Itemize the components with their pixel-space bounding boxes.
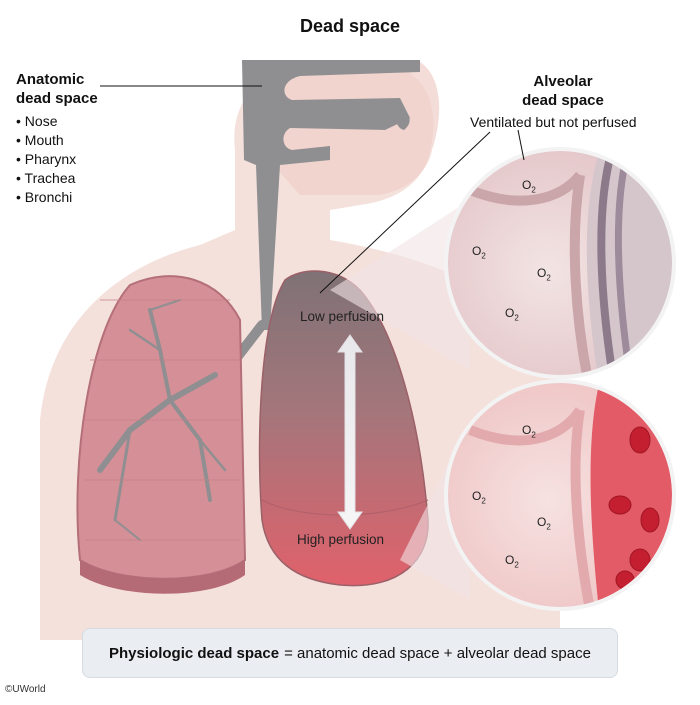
o2-label: O2: [537, 266, 551, 283]
o2-label: O2: [472, 244, 486, 261]
list-item: Bronchi: [16, 188, 76, 207]
alveolar-leader-line-1: [517, 129, 525, 161]
alveolar-dead-space-title: Alveolar dead space: [488, 72, 638, 110]
low-perfusion-label: Low perfusion: [300, 309, 385, 324]
anatomic-title-line2: dead space: [16, 90, 98, 107]
anatomic-dead-space-title: Anatomic dead space: [16, 70, 98, 108]
high-perfusion-label: High perfusion: [297, 532, 385, 547]
left-lung: [76, 275, 247, 594]
connector-wedge-top: [330, 200, 470, 370]
diagram-title: Dead space: [299, 16, 401, 36]
list-item: Trachea: [16, 169, 76, 188]
formula-definition: = anatomic dead space + alveolar dead sp…: [284, 644, 591, 662]
copyright-credit: ©UWorld: [5, 684, 46, 695]
formula-term: Physiologic dead space: [109, 644, 280, 662]
alveolar-subtitle: Ventilated but not perfused: [470, 114, 637, 130]
list-item: Pharynx: [16, 150, 76, 169]
o2-label: O2: [505, 553, 519, 570]
o2-label: O2: [537, 515, 551, 532]
anatomic-title-line1: Anatomic: [16, 71, 85, 88]
list-item: Nose: [16, 112, 76, 131]
o2-label: O2: [522, 423, 536, 440]
alveolus-magnified-top: [444, 147, 676, 379]
o2-label: O2: [522, 178, 536, 195]
perfusion-arrow: [337, 334, 363, 530]
alveolar-title-line2: dead space: [522, 92, 604, 109]
alveolar-title-line1: Alveolar: [533, 73, 593, 90]
list-item: Mouth: [16, 131, 76, 150]
alveolus-magnified-bottom: [444, 379, 676, 611]
physiologic-dead-space-formula: Physiologic dead space = anatomic dead s…: [82, 628, 618, 678]
o2-label: O2: [505, 306, 519, 323]
o2-label: O2: [472, 489, 486, 506]
anatomic-structures-list: Nose Mouth Pharynx Trachea Bronchi: [16, 112, 77, 207]
alveolar-leader-line-2: [319, 131, 491, 294]
